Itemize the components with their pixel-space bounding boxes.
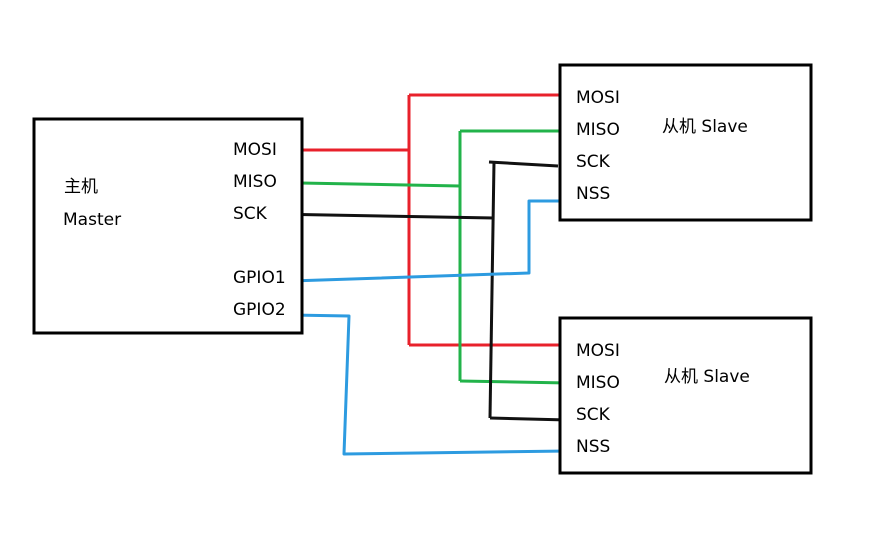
slave-2-pin-mosi: MOSI xyxy=(576,341,620,361)
slave-1-pin-miso: MISO xyxy=(576,120,620,140)
master-pin-miso: MISO xyxy=(233,172,277,192)
wire-miso-slave2 xyxy=(459,379,569,385)
slave-2-pin-miso: MISO xyxy=(576,373,620,393)
master-title-en: Master xyxy=(63,210,121,230)
wire-miso-master xyxy=(299,181,461,188)
slave-1-pin-sck: SCK xyxy=(576,152,611,172)
slave-2-pin-sck: SCK xyxy=(576,405,611,425)
slave-1-box xyxy=(558,63,813,222)
wire-gpio1-nss1 xyxy=(290,199,568,283)
master-block: 主机 Master MOSI MISO SCK GPIO1 GPIO2 xyxy=(32,117,304,335)
wire-sck-slave2 xyxy=(489,416,569,422)
slave-2-title: 从机 Slave xyxy=(664,367,750,387)
slave-2-block: 从机 Slave MOSI MISO SCK NSS xyxy=(558,316,813,475)
slave-1-title: 从机 Slave xyxy=(662,117,748,137)
slave-1-block: 从机 Slave MOSI MISO SCK NSS xyxy=(558,63,813,222)
master-pin-mosi: MOSI xyxy=(233,140,277,160)
master-title-cn: 主机 xyxy=(64,177,98,197)
master-pin-sck: SCK xyxy=(233,204,268,224)
master-pin-gpio2: GPIO2 xyxy=(233,300,286,320)
master-pin-gpio1: GPIO1 xyxy=(233,268,286,288)
master-box xyxy=(32,117,304,335)
slave-2-pin-nss: NSS xyxy=(576,437,610,457)
wire-sck-bus xyxy=(488,161,496,419)
wire-gpio2-nss2 xyxy=(290,313,569,456)
slave-1-pin-mosi: MOSI xyxy=(576,88,620,108)
wire-sck-master xyxy=(271,212,495,220)
slave-2-box xyxy=(558,316,813,475)
slave-1-pin-nss: NSS xyxy=(576,184,610,204)
wire-sck-slave1 xyxy=(488,160,559,168)
